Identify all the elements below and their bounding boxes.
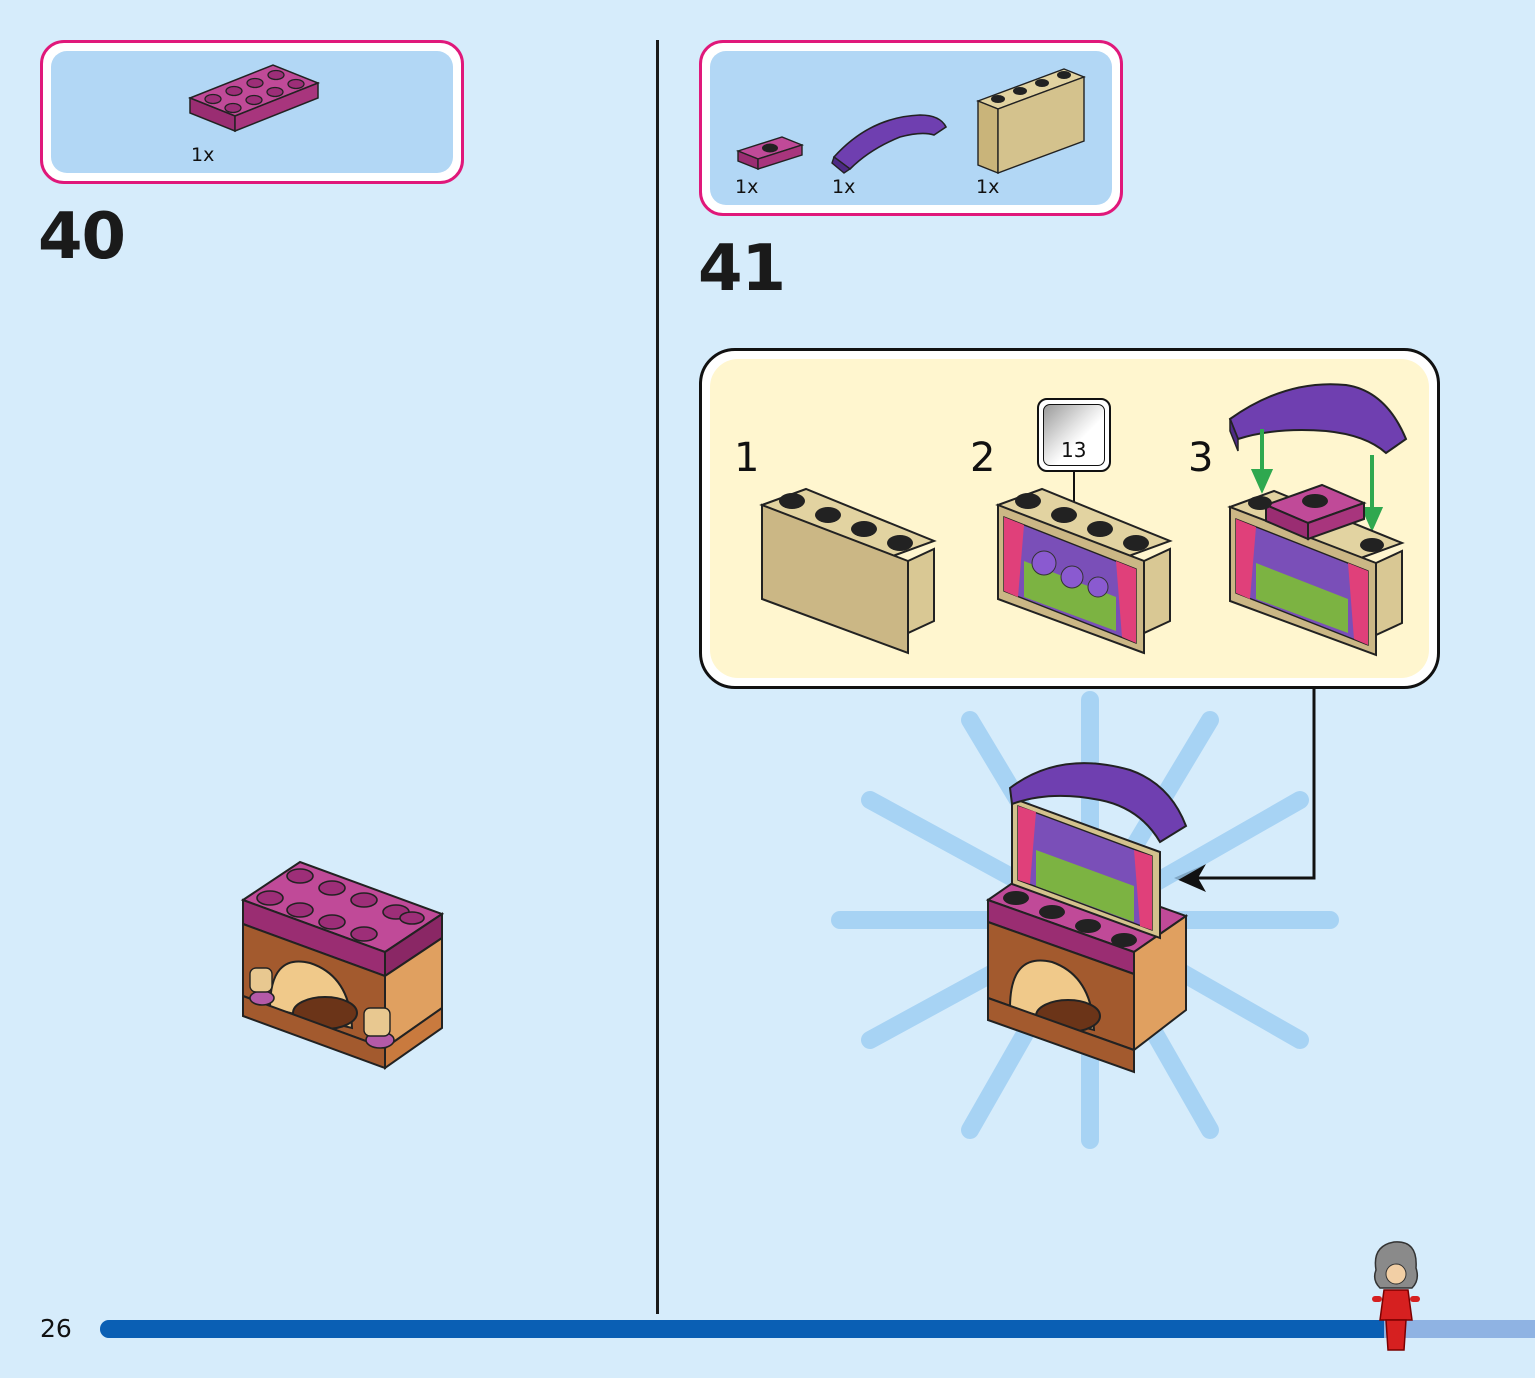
page-divider — [656, 40, 659, 1314]
substep-2-decorated-panel — [995, 487, 1173, 655]
substep-number: 1 — [734, 435, 760, 481]
substep-number: 3 — [1188, 435, 1214, 481]
sticker-number: 13 — [1061, 438, 1087, 462]
step-number: 41 — [698, 232, 786, 306]
magenta-jumper-plate-icon — [735, 136, 805, 171]
step-40-model-fireplace — [240, 860, 445, 1070]
substep-3-assembly — [1227, 383, 1408, 657]
step-40-parts-box: 1x — [40, 40, 464, 184]
subassembly-callout: 1 2 3 13 — [699, 348, 1440, 689]
step-number: 40 — [38, 200, 126, 274]
step-41-parts-box: 1x 1x 1x — [699, 40, 1123, 216]
page-number: 26 — [40, 1314, 72, 1343]
part-quantity: 1x — [735, 176, 759, 198]
progress-bar — [100, 1320, 1535, 1338]
part-quantity: 1x — [191, 144, 215, 166]
progress-bar-fill — [100, 1320, 1385, 1338]
sticker-badge: 13 — [1037, 398, 1111, 472]
assembly-pointer-arrow — [1174, 688, 1316, 892]
tan-panel-icon — [976, 68, 1086, 175]
substep-number: 2 — [970, 435, 996, 481]
part-quantity: 1x — [976, 176, 1000, 198]
magenta-plate-2x4-icon — [187, 64, 321, 133]
part-quantity: 1x — [832, 176, 856, 198]
purple-curved-slope-icon — [831, 114, 948, 174]
step-41-model-with-burst — [831, 691, 1339, 1149]
minifigure-icon — [1372, 1241, 1420, 1351]
substep-1-tan-panel — [759, 487, 937, 655]
